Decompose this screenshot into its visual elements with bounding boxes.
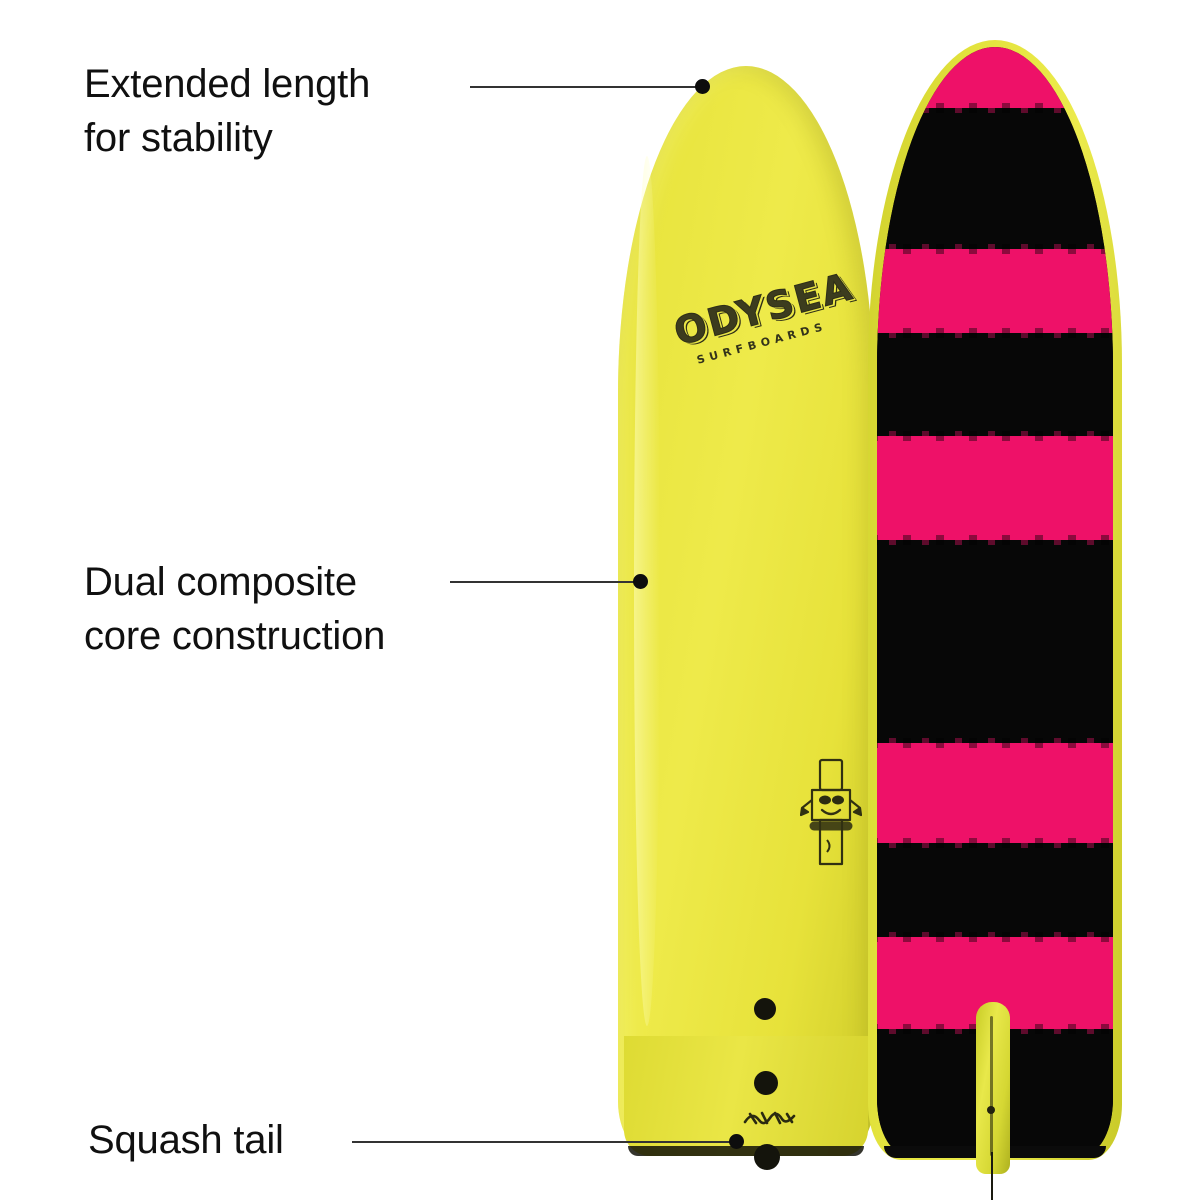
fin-plug-icon (754, 1144, 780, 1170)
squash-tail-shape (624, 1036, 868, 1156)
fin-body (976, 1002, 1010, 1174)
callout-leader-line (450, 581, 636, 583)
fin-slot (990, 1016, 993, 1156)
callout-label-dual-composite-core: Dual composite core construction (84, 560, 386, 658)
surfboard-deck-view: ODYSEA SURFBOARDS (618, 66, 874, 1170)
stripe-brush-edge (877, 931, 1113, 942)
stripe-brush-edge (877, 737, 1113, 748)
callout-anchor-dot (695, 79, 710, 94)
fin-plug-icon (754, 1071, 778, 1095)
callout-anchor-dot (633, 574, 648, 589)
callout-leader-line (470, 86, 698, 88)
fin-trailing-edge (991, 1152, 993, 1200)
stripe-band (877, 333, 1113, 437)
fin-pin (987, 1106, 995, 1114)
callout-anchor-dot (729, 1134, 744, 1149)
stripe-band (877, 742, 1113, 843)
stripe-band (877, 107, 1113, 249)
stripe-band (877, 248, 1113, 334)
stripe-band (877, 47, 1113, 108)
stripe-band (877, 842, 1113, 937)
stripe-band (877, 436, 1113, 540)
log-character-icon (800, 758, 862, 866)
stripe-brush-edge (877, 431, 1113, 442)
callout-label-extended-length: Extended length for stability (84, 62, 371, 160)
tail-edge-shadow (628, 1146, 864, 1156)
callout-leader-line (352, 1141, 732, 1143)
script-logo-icon (743, 1111, 796, 1125)
stripe-band (877, 539, 1113, 743)
leash-plug-icon (754, 998, 776, 1020)
stripe-brush-edge (877, 328, 1113, 339)
stripe-brush-edge (877, 534, 1113, 545)
callout-label-squash-tail: Squash tail (88, 1118, 284, 1162)
surfboard-bottom-view (868, 40, 1122, 1200)
stripe-brush-edge (877, 837, 1113, 848)
stripe-brush-edge (877, 243, 1113, 254)
stripe-brush-edge (877, 102, 1113, 113)
center-fin-icon (976, 1002, 1010, 1200)
stripe-panel (877, 47, 1113, 1154)
board-hull (618, 66, 874, 1156)
